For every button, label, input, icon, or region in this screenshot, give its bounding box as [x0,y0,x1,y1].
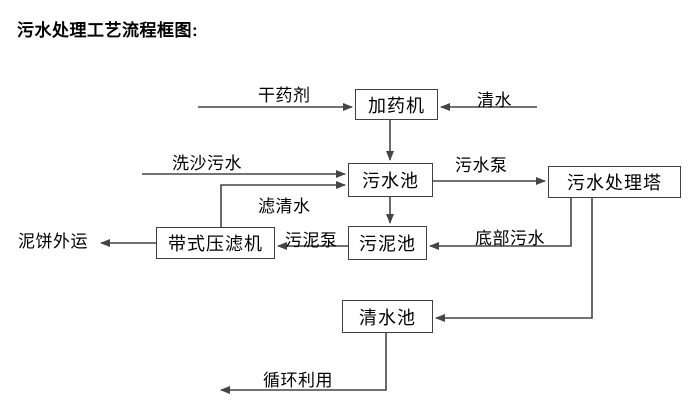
flow-node-sewage-pool: 污水池 [348,163,433,197]
label-bottom-sewage: 底部污水 [475,229,545,248]
flow-node-clean-water-pool: 清水池 [342,300,433,333]
flowchart-edges [100,103,593,394]
label-sludge-pump: 污泥泵 [285,231,338,250]
flow-node-sludge-pool: 污泥池 [348,226,427,260]
diagram-title: 污水处理工艺流程框图: [17,21,199,40]
edge-tower-to-clean-water-pool [435,198,593,322]
edge-clean-water-pool-to-recycle [220,333,387,394]
label-dry-chemical: 干药剂 [258,86,311,105]
label-sewage-pump: 污水泵 [455,156,508,175]
label-mud-cake-out: 泥饼外运 [18,232,88,251]
flow-node-doser: 加药机 [355,89,438,120]
label-filtered-water: 滤清水 [258,197,311,216]
label-sand-wash-sewage: 洗沙污水 [172,154,242,173]
edge-tower-bottom-to-sludge-pool [429,198,572,250]
label-clean-water: 清水 [477,91,512,110]
edge-filtered-water-to-sewage-pool [220,181,346,227]
label-recycle-use: 循环利用 [263,371,333,390]
flow-node-treatment-tower: 污水处理塔 [548,166,681,198]
flow-node-belt-filter-press: 带式压滤机 [156,227,275,259]
